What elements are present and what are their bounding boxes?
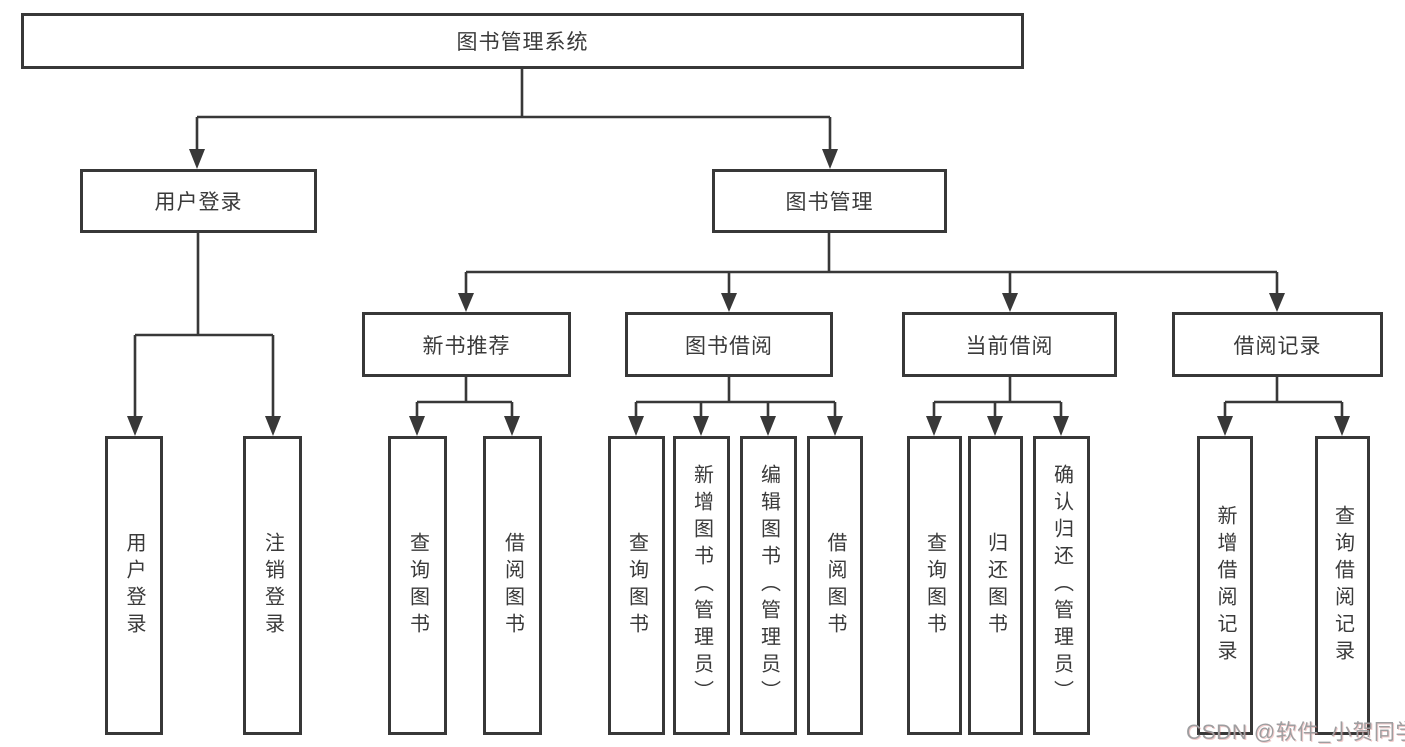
node-label: 编辑图书（管理员） xyxy=(757,464,780,707)
leaf-user-login: 用户登录 xyxy=(105,436,163,735)
node-label: 借阅图书 xyxy=(824,531,846,640)
leaf-current-confirm-return-admin: 确认归还（管理员） xyxy=(1033,436,1090,735)
node-book-borrow: 图书借阅 xyxy=(625,312,833,377)
node-label: 图书管理 xyxy=(785,191,874,214)
leaf-logout: 注销登录 xyxy=(243,436,302,735)
leaf-borrow-query-books: 查询图书 xyxy=(608,436,665,735)
csdn-watermark: CSDN @软件_小贺同学 xyxy=(1186,721,1405,744)
node-user-login: 用户登录 xyxy=(80,169,317,233)
connector-recommend-to-leaves xyxy=(415,377,514,419)
connector-current-to-leaves xyxy=(932,377,1063,419)
leaf-current-query-books: 查询图书 xyxy=(907,436,962,735)
node-label: 确认归还（管理员） xyxy=(1050,464,1073,707)
node-label: 用户登录 xyxy=(123,531,145,640)
node-label: 新增借阅记录 xyxy=(1214,504,1236,667)
leaf-recommend-query-books: 查询图书 xyxy=(388,436,447,735)
node-current-borrow: 当前借阅 xyxy=(902,312,1117,377)
arrowheads xyxy=(127,149,1350,436)
leaf-current-return-books: 归还图书 xyxy=(968,436,1023,735)
leaf-records-add-record: 新增借阅记录 xyxy=(1197,436,1253,735)
node-label: 查询借阅记录 xyxy=(1331,504,1354,667)
node-label: 借阅记录 xyxy=(1233,334,1322,358)
leaf-borrow-edit-books-admin: 编辑图书（管理员） xyxy=(740,436,797,735)
leaf-borrow-borrow-books: 借阅图书 xyxy=(807,436,863,735)
node-label: 查询图书 xyxy=(625,531,648,640)
leaf-recommend-borrow-books: 借阅图书 xyxy=(483,436,542,735)
node-borrow-records: 借阅记录 xyxy=(1172,312,1383,377)
connector-records-to-leaves xyxy=(1223,377,1344,419)
node-book-management: 图书管理 xyxy=(712,169,947,233)
node-label: 图书借阅 xyxy=(685,334,773,358)
node-new-book-recommend: 新书推荐 xyxy=(362,312,571,377)
node-label: 查询图书 xyxy=(923,531,946,640)
node-label: 新增图书（管理员） xyxy=(690,464,713,707)
leaf-borrow-add-books-admin: 新增图书（管理员） xyxy=(673,436,730,735)
leaf-records-query-record: 查询借阅记录 xyxy=(1315,436,1370,735)
node-label: 查询图书 xyxy=(406,531,429,640)
connector-user-login-to-leaves xyxy=(133,233,275,419)
node-label: 用户登录 xyxy=(154,191,243,214)
connector-book-management-to-level3 xyxy=(464,233,1279,295)
node-label: 新书推荐 xyxy=(422,334,511,358)
node-root-library-system: 图书管理系统 xyxy=(21,13,1024,69)
node-label: 归还图书 xyxy=(984,531,1007,640)
node-label: 借阅图书 xyxy=(501,531,524,640)
node-label: 当前借阅 xyxy=(965,334,1054,358)
node-label: 图书管理系统 xyxy=(456,31,589,54)
connector-borrow-to-leaves xyxy=(634,377,837,419)
node-label: 注销登录 xyxy=(261,531,284,640)
connector-root-to-level2 xyxy=(195,69,832,151)
